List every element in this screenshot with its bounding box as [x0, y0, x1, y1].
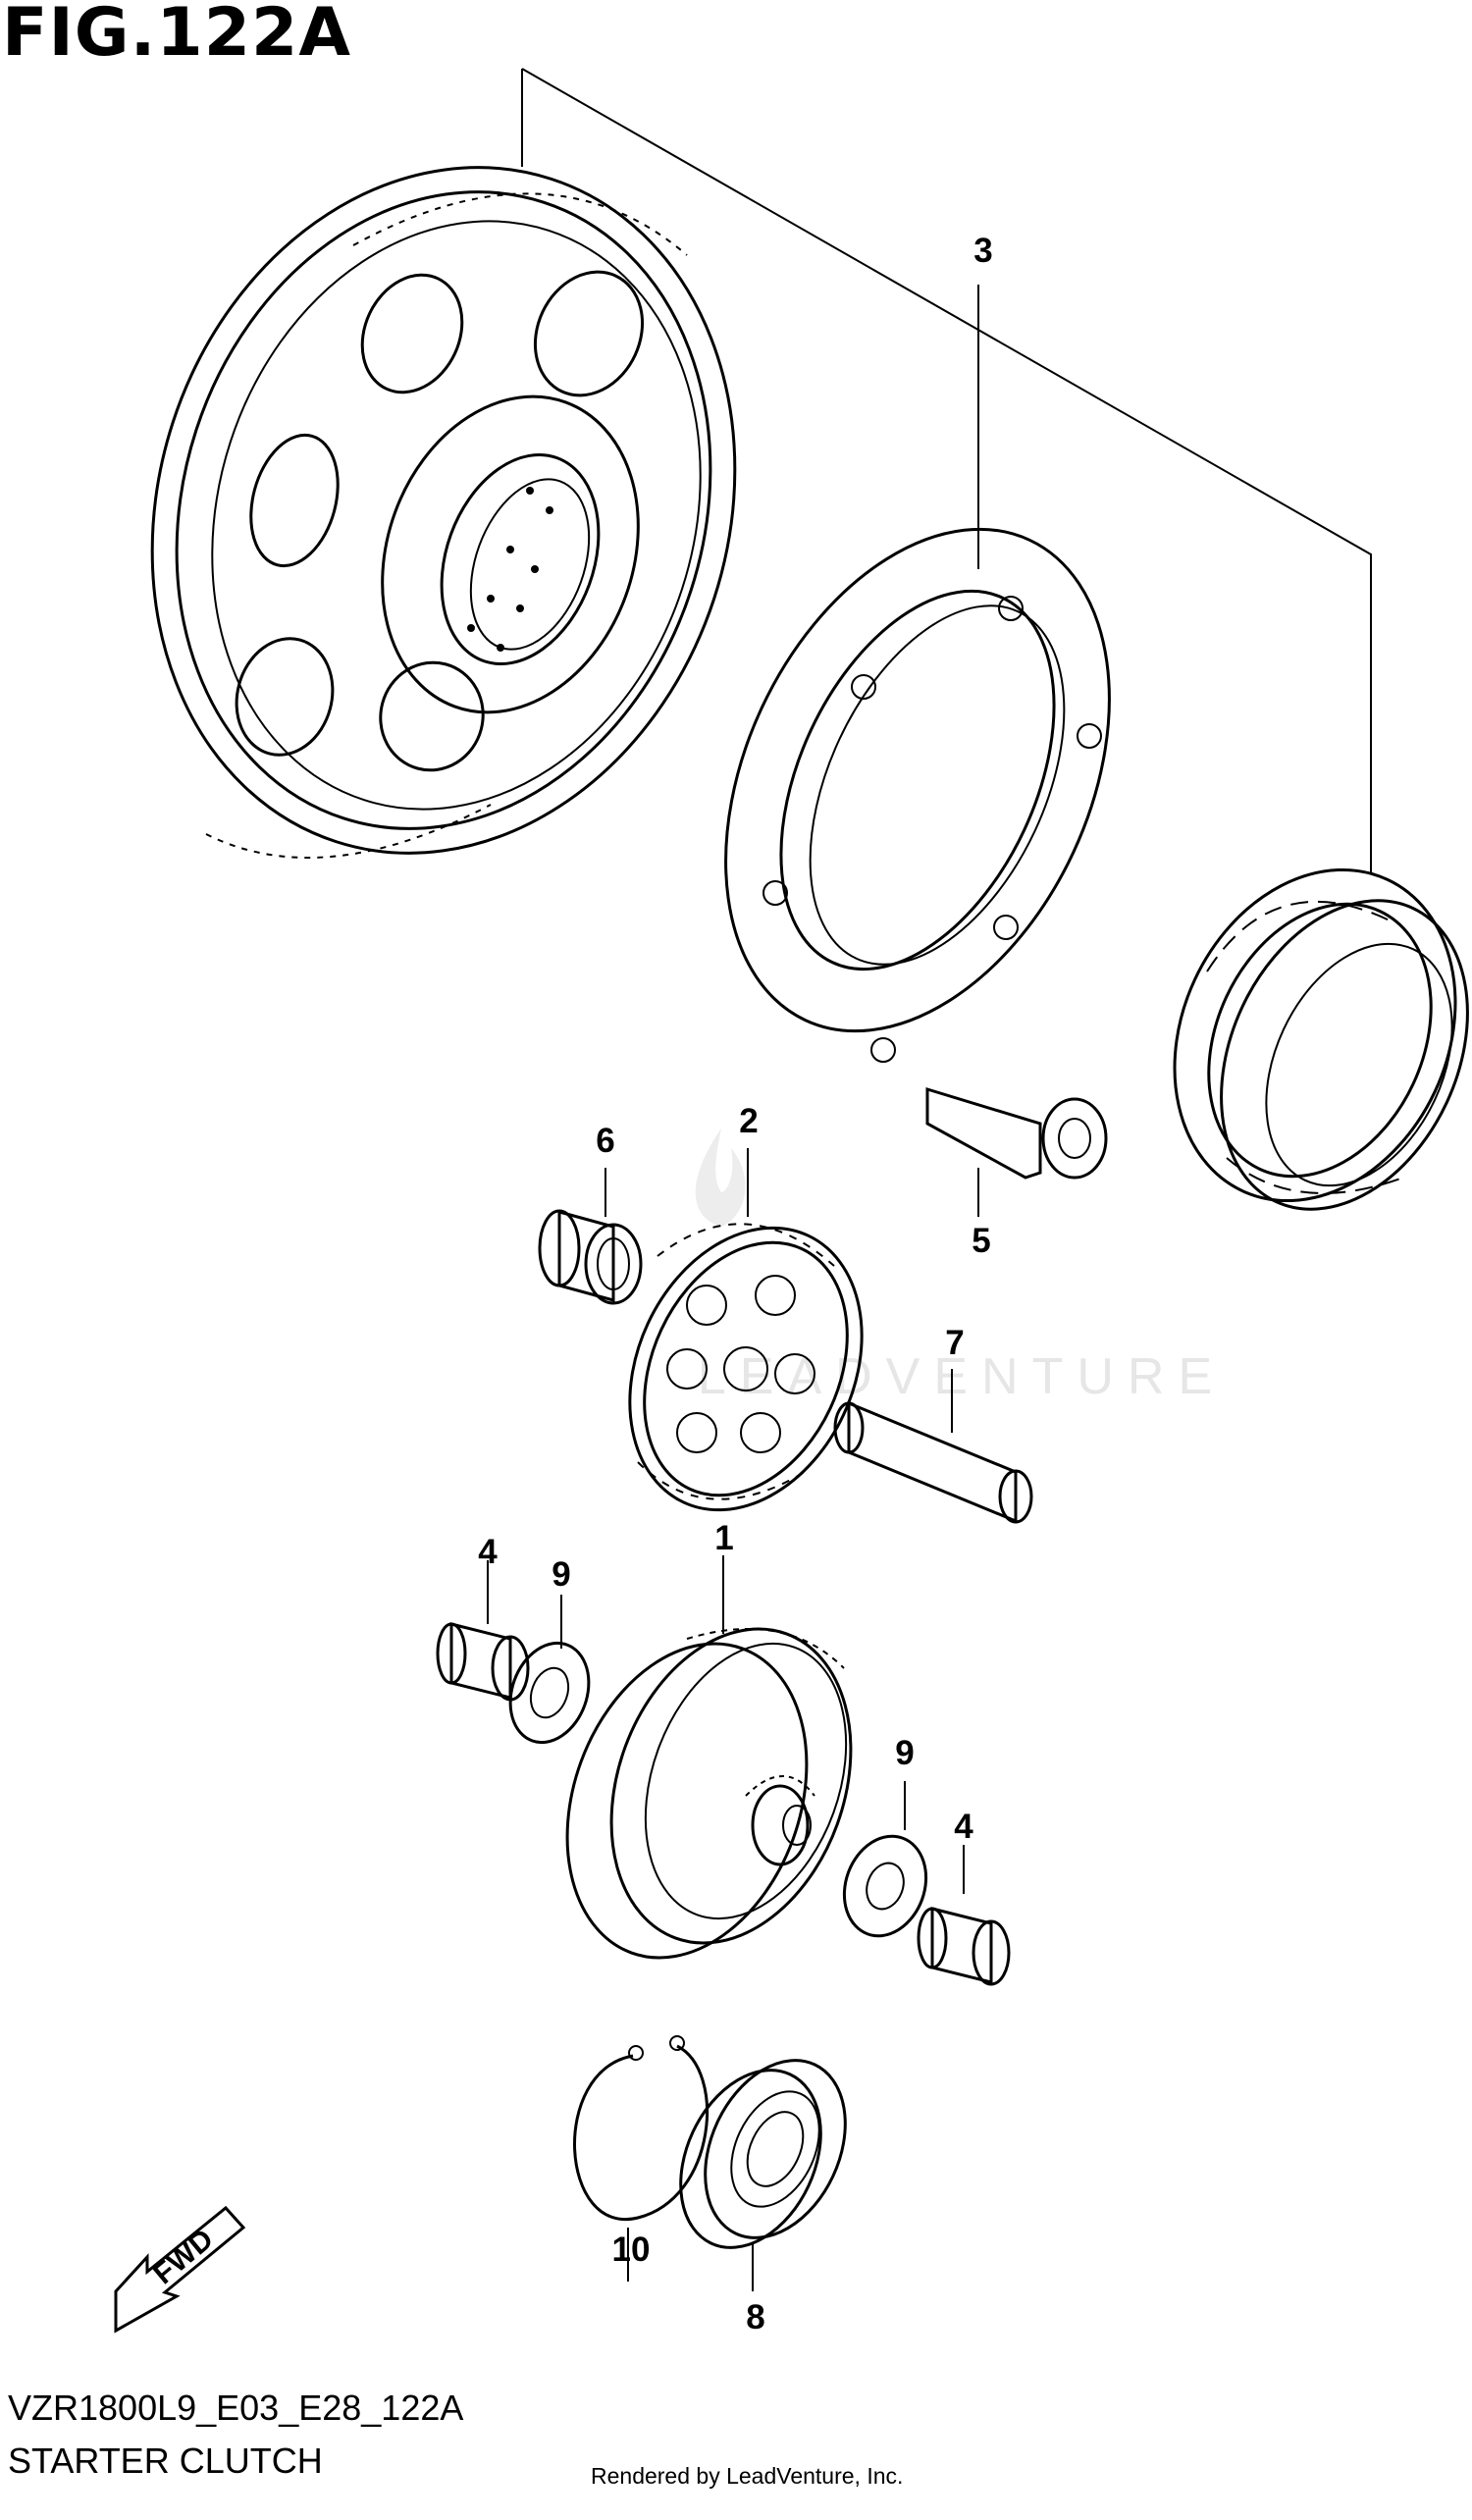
callout-4-left: 4 [478, 1533, 498, 1571]
callout-4-right: 4 [954, 1808, 973, 1846]
callout-2: 2 [739, 1102, 759, 1140]
watermark-flame-icon [695, 1129, 746, 1227]
assembly-bracket-line [521, 68, 1372, 873]
washer-right [842, 1781, 928, 1938]
model-code: VZR1800L9_E03_E28_122A [8, 2388, 464, 2428]
callout-3: 3 [973, 232, 993, 270]
callout-9-right: 9 [895, 1734, 915, 1772]
render-credit: Rendered by LeadVenture, Inc. [591, 2463, 904, 2489]
clutch-bolt [925, 1086, 1108, 1217]
washer-left [508, 1595, 591, 1745]
section-title: STARTER CLUTCH [8, 2441, 323, 2481]
circlip [573, 2035, 710, 2282]
starter-idle-gear [628, 1148, 864, 1512]
bearing [679, 2059, 847, 2291]
callout-10: 10 [611, 2231, 651, 2269]
callout-8: 8 [746, 2298, 765, 2336]
callout-9-left: 9 [552, 1555, 571, 1594]
starter-driven-gear [150, 166, 737, 859]
figure-title: FIG.122A [2, 0, 351, 72]
callout-5: 5 [972, 1222, 991, 1260]
callout-6: 6 [596, 1122, 615, 1160]
forward-direction-arrow-icon: FWD [114, 2205, 246, 2334]
callout-1: 1 [714, 1519, 734, 1557]
bushing-right [917, 1845, 1011, 1986]
clutch-housing-ring [724, 285, 1111, 1063]
starter-clutch-drum [565, 1555, 853, 1960]
one-way-clutch [1173, 867, 1469, 1211]
bushing [538, 1168, 643, 1305]
callout-7: 7 [945, 1324, 965, 1362]
idle-gear-shaft [833, 1369, 1033, 1524]
